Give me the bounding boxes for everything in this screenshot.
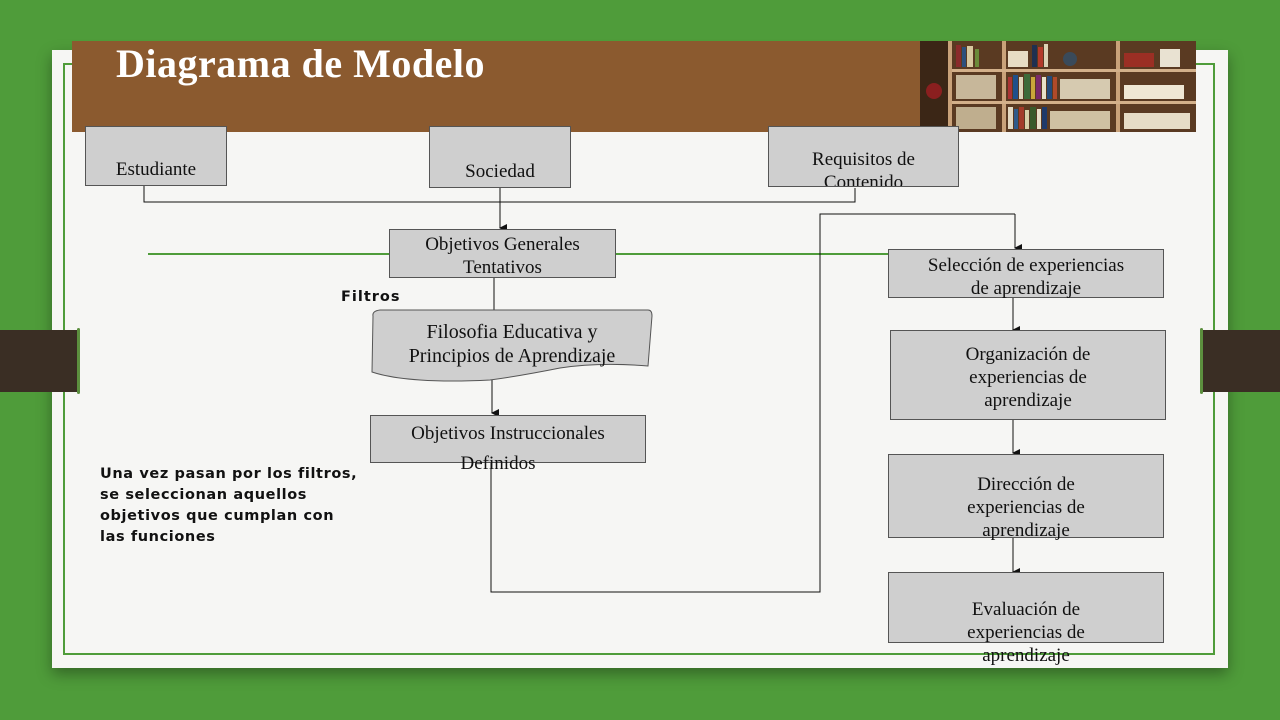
requisitos-label-line1: Requisitos de — [812, 149, 915, 170]
seleccion-line1: Selección de experiencias — [927, 255, 1125, 276]
note-line3: objetivos que cumplan con — [100, 508, 335, 524]
direccion-box: Dirección de experiencias de aprendizaje — [888, 454, 1164, 541]
organizacion-line3: aprendizaje — [984, 390, 1072, 411]
requisitos-label-line2: Contenido — [823, 172, 904, 187]
note-line2: se seleccionan aquellos — [100, 487, 308, 503]
organizacion-line2: experiencias de — [969, 367, 1087, 388]
objetivos-generales-line1: Objetivos Generales — [425, 234, 580, 255]
left-decorative-tab — [0, 328, 80, 394]
objetivos-generales-line2: Tentativos — [463, 257, 542, 278]
objetivos-generales-box: Objetivos Generales Tentativos — [389, 229, 616, 278]
evaluacion-line1: Evaluación de — [971, 599, 1081, 620]
seleccion-line2: de aprendizaje — [970, 278, 1082, 299]
filtros-label: Filtros — [341, 289, 401, 305]
filosofia-line1: Filosofia Educativa y — [426, 321, 598, 343]
direccion-line3: aprendizaje — [982, 520, 1070, 541]
evaluacion-line3: aprendizaje — [982, 645, 1070, 666]
objetivos-instruccionales-box: Objetivos Instruccionales Definidos — [370, 415, 646, 474]
estudiante-box: Estudiante — [85, 126, 227, 186]
note-line4: las funciones — [100, 529, 216, 545]
note-line1: Una vez pasan por los filtros, — [100, 466, 358, 482]
evaluacion-line2: experiencias de — [967, 622, 1085, 643]
filosofia-line2: Principios de Aprendizaje — [408, 345, 616, 367]
objetivos-instruccionales-line1: Objetivos Instruccionales — [411, 423, 605, 444]
estudiante-label: Estudiante — [115, 159, 197, 180]
direccion-line1: Dirección de — [977, 474, 1075, 495]
seleccion-box: Selección de experiencias de aprendizaje — [888, 249, 1164, 299]
explanation-note: Una vez pasan por los filtros, se selecc… — [100, 464, 357, 548]
organizacion-line1: Organización de — [965, 344, 1091, 365]
objetivos-instruccionales-line2: Definidos — [460, 453, 536, 474]
title-banner — [72, 41, 920, 132]
bookshelf-image — [920, 41, 1196, 132]
direccion-line2: experiencias de — [967, 497, 1085, 518]
organizacion-box: Organización de experiencias de aprendiz… — [890, 330, 1166, 420]
right-decorative-tab — [1200, 328, 1280, 394]
evaluacion-box: Evaluación de experiencias de aprendizaj… — [888, 572, 1164, 666]
sociedad-label: Sociedad — [465, 161, 535, 182]
sociedad-box: Sociedad — [429, 126, 571, 188]
filosofia-text: Filosofia Educativa y Principios de Apre… — [372, 320, 652, 378]
requisitos-box: Requisitos de Contenido — [768, 126, 959, 187]
page-title: Diagrama de Modelo — [116, 41, 485, 86]
